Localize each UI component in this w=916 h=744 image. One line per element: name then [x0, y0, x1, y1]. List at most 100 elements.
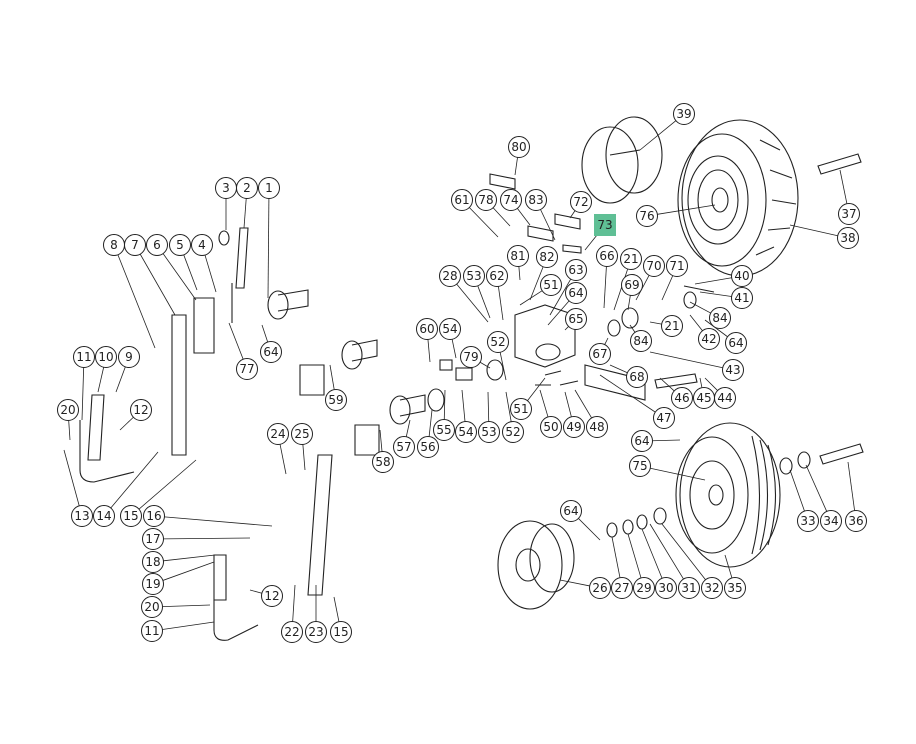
- callout-28[interactable]: 28: [439, 265, 461, 287]
- callout-55[interactable]: 55: [433, 419, 455, 441]
- callout-26[interactable]: 26: [589, 577, 611, 599]
- callout-34[interactable]: 34: [820, 510, 842, 532]
- callout-59[interactable]: 59: [325, 389, 347, 411]
- callout-69[interactable]: 69: [621, 274, 643, 296]
- callout-29[interactable]: 29: [633, 577, 655, 599]
- callout-56[interactable]: 56: [417, 436, 439, 458]
- callout-31[interactable]: 31: [678, 577, 700, 599]
- callout-66[interactable]: 66: [596, 245, 618, 267]
- callout-52[interactable]: 52: [502, 421, 524, 443]
- callout-46[interactable]: 46: [671, 387, 693, 409]
- callout-47[interactable]: 47: [653, 407, 675, 429]
- callout-64[interactable]: 64: [560, 500, 582, 522]
- callout-37[interactable]: 37: [838, 203, 860, 225]
- callout-36[interactable]: 36: [845, 510, 867, 532]
- callout-5[interactable]: 5: [169, 234, 191, 256]
- callout-12[interactable]: 12: [130, 399, 152, 421]
- callout-64[interactable]: 64: [565, 282, 587, 304]
- callout-41[interactable]: 41: [731, 287, 753, 309]
- callout-51[interactable]: 51: [510, 398, 532, 420]
- callout-54[interactable]: 54: [455, 421, 477, 443]
- callout-49[interactable]: 49: [563, 416, 585, 438]
- callout-33[interactable]: 33: [797, 510, 819, 532]
- callout-76[interactable]: 76: [636, 205, 658, 227]
- callout-11[interactable]: 11: [141, 620, 163, 642]
- callout-58[interactable]: 58: [372, 451, 394, 473]
- callout-64[interactable]: 64: [725, 332, 747, 354]
- callout-74[interactable]: 74: [500, 189, 522, 211]
- callout-9[interactable]: 9: [118, 346, 140, 368]
- callout-83[interactable]: 83: [525, 189, 547, 211]
- callout-65[interactable]: 65: [565, 308, 587, 330]
- callout-22[interactable]: 22: [281, 621, 303, 643]
- callout-53[interactable]: 53: [463, 265, 485, 287]
- callout-32[interactable]: 32: [701, 577, 723, 599]
- callout-11[interactable]: 11: [73, 346, 95, 368]
- callout-82[interactable]: 82: [536, 246, 558, 268]
- callout-61[interactable]: 61: [451, 189, 473, 211]
- callout-18[interactable]: 18: [142, 551, 164, 573]
- callout-15[interactable]: 15: [120, 505, 142, 527]
- callout-35[interactable]: 35: [724, 577, 746, 599]
- callout-84[interactable]: 84: [630, 330, 652, 352]
- callout-45[interactable]: 45: [693, 387, 715, 409]
- callout-10[interactable]: 10: [95, 346, 117, 368]
- callout-62[interactable]: 62: [486, 265, 508, 287]
- callout-44[interactable]: 44: [714, 387, 736, 409]
- callout-8[interactable]: 8: [103, 234, 125, 256]
- callout-21[interactable]: 21: [661, 315, 683, 337]
- callout-52[interactable]: 52: [487, 331, 509, 353]
- callout-40[interactable]: 40: [731, 265, 753, 287]
- callout-30[interactable]: 30: [655, 577, 677, 599]
- callout-38[interactable]: 38: [837, 227, 859, 249]
- callout-79[interactable]: 79: [460, 346, 482, 368]
- callout-72[interactable]: 72: [570, 191, 592, 213]
- callout-4[interactable]: 4: [191, 234, 213, 256]
- callout-60[interactable]: 60: [416, 318, 438, 340]
- callout-circle: [433, 419, 455, 441]
- callout-14[interactable]: 14: [93, 505, 115, 527]
- callout-highlighted-73[interactable]: 73: [594, 214, 616, 236]
- callout-12[interactable]: 12: [261, 585, 283, 607]
- callout-80[interactable]: 80: [508, 136, 530, 158]
- callout-24[interactable]: 24: [267, 423, 289, 445]
- callout-48[interactable]: 48: [586, 416, 608, 438]
- callout-21[interactable]: 21: [620, 248, 642, 270]
- callout-23[interactable]: 23: [305, 621, 327, 643]
- callout-64[interactable]: 64: [631, 430, 653, 452]
- callout-57[interactable]: 57: [393, 436, 415, 458]
- callout-42[interactable]: 42: [698, 328, 720, 350]
- callout-71[interactable]: 71: [666, 255, 688, 277]
- callout-53[interactable]: 53: [478, 421, 500, 443]
- callout-1[interactable]: 1: [258, 177, 280, 199]
- callout-7[interactable]: 7: [124, 234, 146, 256]
- callout-78[interactable]: 78: [475, 189, 497, 211]
- callout-67[interactable]: 67: [589, 343, 611, 365]
- callout-27[interactable]: 27: [611, 577, 633, 599]
- callout-77[interactable]: 77: [236, 358, 258, 380]
- callout-20[interactable]: 20: [141, 596, 163, 618]
- callout-19[interactable]: 19: [142, 573, 164, 595]
- callout-13[interactable]: 13: [71, 505, 93, 527]
- callout-17[interactable]: 17: [142, 528, 164, 550]
- callout-39[interactable]: 39: [673, 103, 695, 125]
- callout-50[interactable]: 50: [540, 416, 562, 438]
- callout-3[interactable]: 3: [215, 177, 237, 199]
- callout-81[interactable]: 81: [507, 245, 529, 267]
- callout-15[interactable]: 15: [330, 621, 352, 643]
- callout-16[interactable]: 16: [143, 505, 165, 527]
- callout-51[interactable]: 51: [540, 274, 562, 296]
- callout-25[interactable]: 25: [291, 423, 313, 445]
- callout-20[interactable]: 20: [57, 399, 79, 421]
- callout-43[interactable]: 43: [722, 359, 744, 381]
- callout-64[interactable]: 64: [260, 341, 282, 363]
- callout-63[interactable]: 63: [565, 259, 587, 281]
- callout-6[interactable]: 6: [146, 234, 168, 256]
- callout-68[interactable]: 68: [626, 366, 648, 388]
- callout-70[interactable]: 70: [643, 255, 665, 277]
- callout-number: 32: [704, 581, 719, 595]
- callout-2[interactable]: 2: [236, 177, 258, 199]
- callout-75[interactable]: 75: [629, 455, 651, 477]
- callout-54[interactable]: 54: [439, 318, 461, 340]
- callout-84[interactable]: 84: [709, 307, 731, 329]
